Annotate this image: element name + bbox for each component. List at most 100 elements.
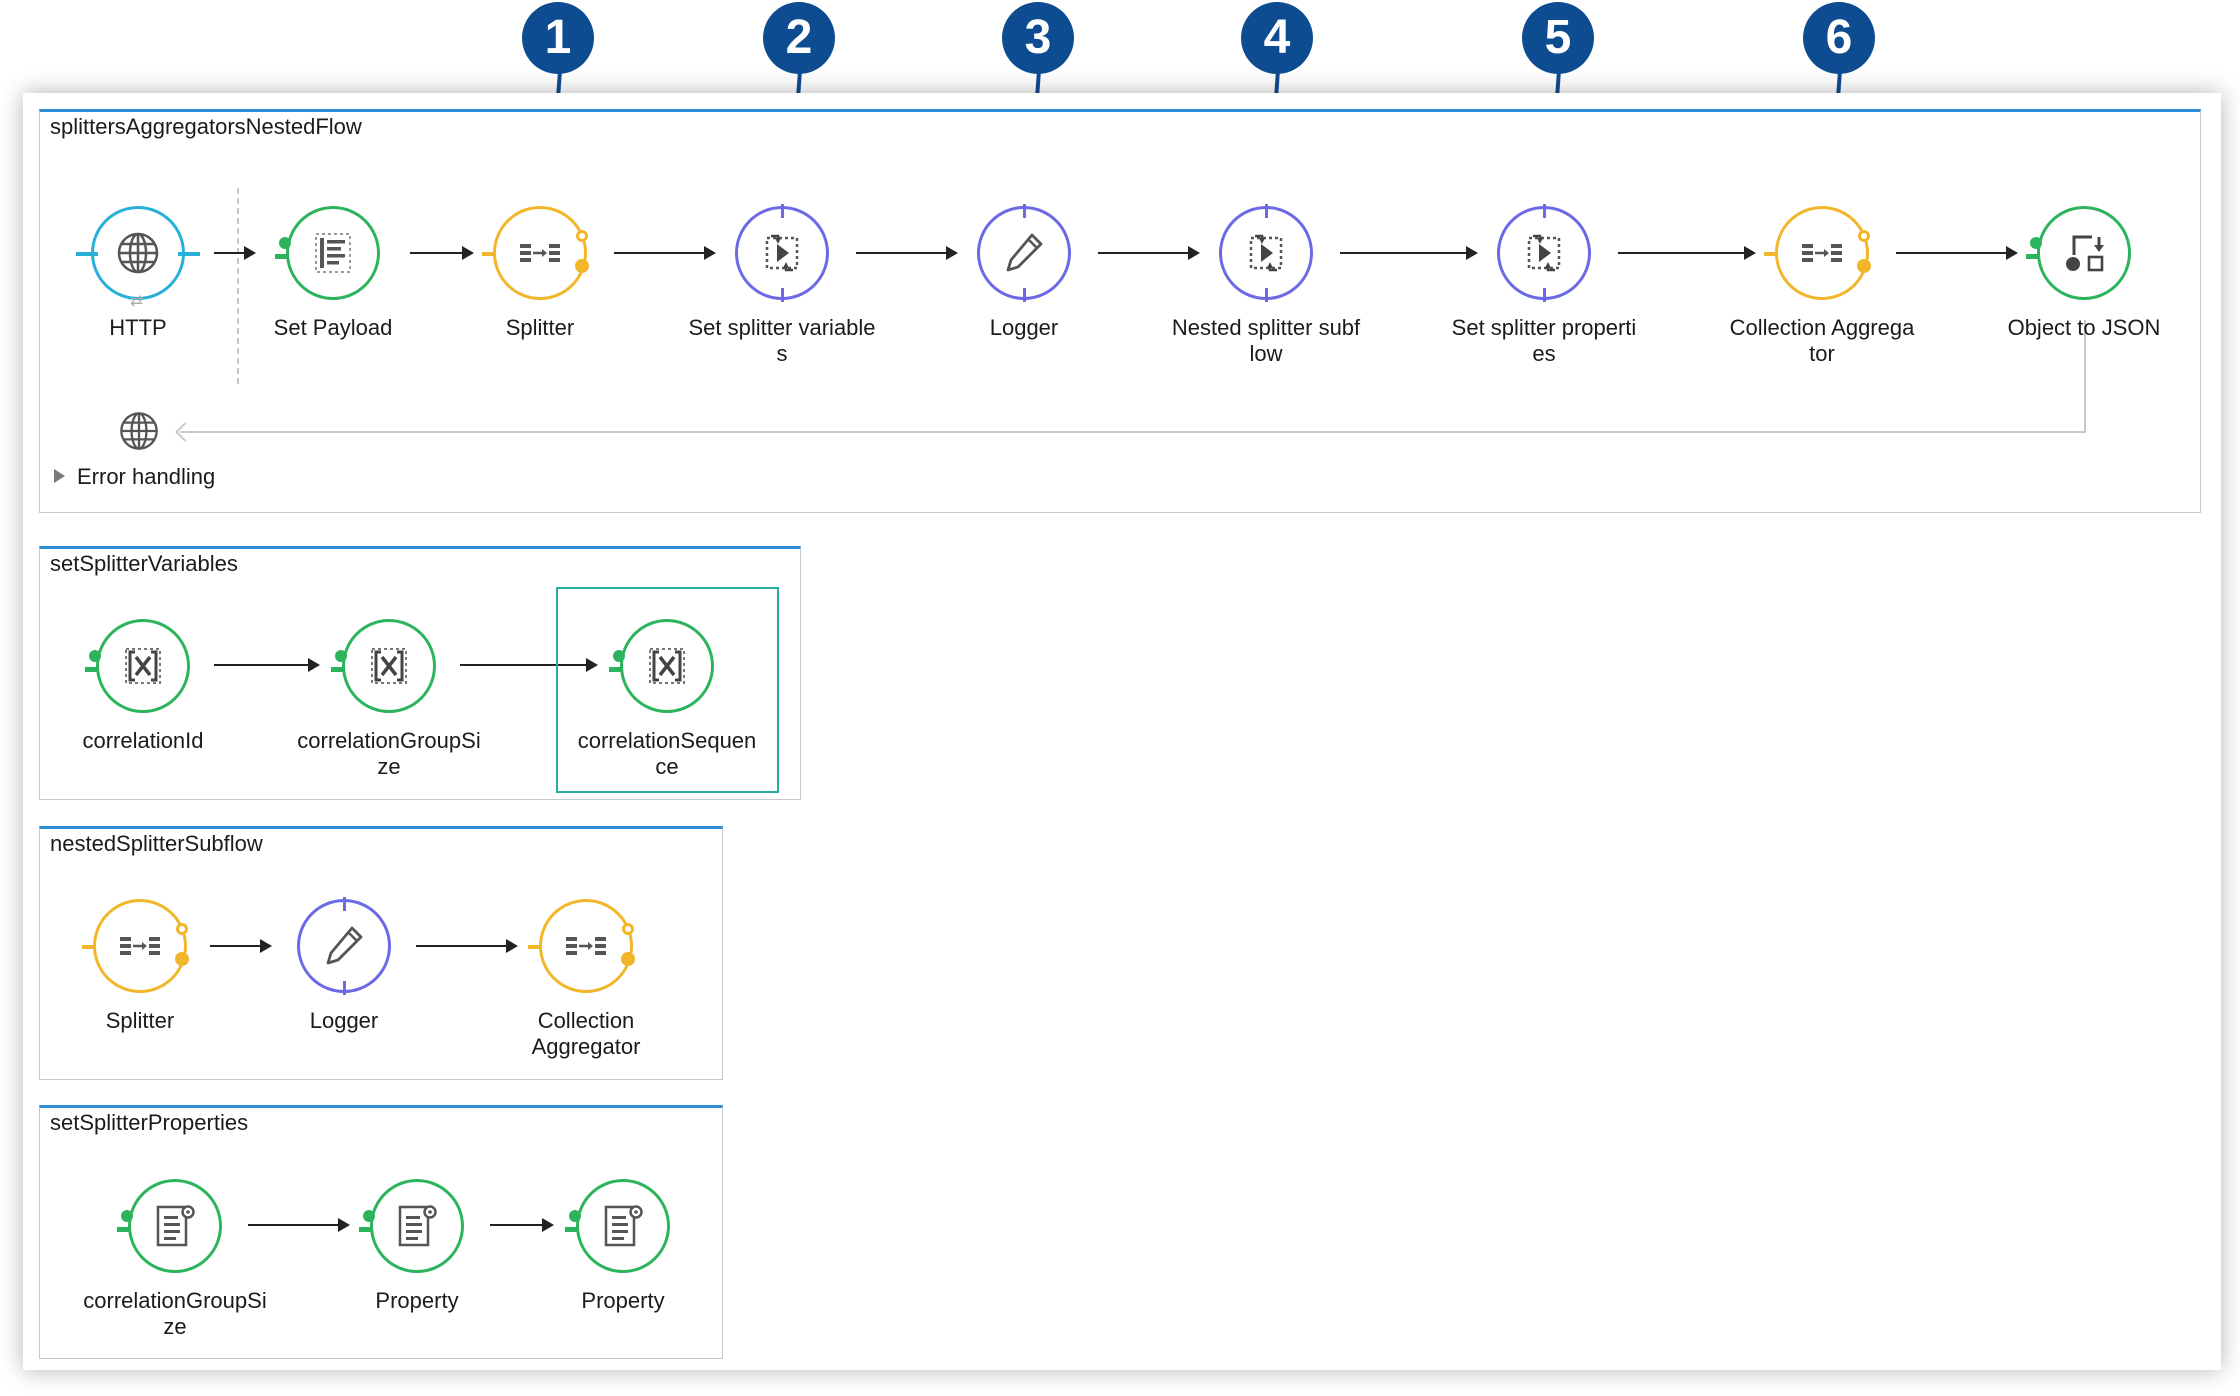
node-label: Set splitter properties bbox=[1451, 315, 1637, 366]
node-label: Property bbox=[581, 1288, 665, 1313]
connector-in bbox=[2026, 254, 2040, 259]
flow-nested-splitter-subflow[interactable]: nestedSplitterSubflow Splitter Logger Co… bbox=[39, 826, 723, 1080]
flow-set-splitter-variables[interactable]: setSplitterVariables correlationId corre… bbox=[39, 546, 801, 800]
connector-in bbox=[331, 667, 345, 672]
node-label: Collection Aggregator bbox=[1729, 315, 1915, 366]
connector-ring bbox=[176, 923, 188, 935]
node-label: Object to JSON bbox=[2007, 315, 2161, 340]
node-label: correlationId bbox=[82, 728, 204, 753]
flow-set-splitter-properties[interactable]: setSplitterProperties correlationGroupSi… bbox=[39, 1105, 723, 1359]
connector-dot bbox=[1857, 259, 1871, 273]
connector-dot bbox=[335, 650, 347, 662]
node-circle bbox=[128, 1179, 222, 1273]
globe-icon bbox=[110, 225, 166, 281]
callout-badge-1: 1 bbox=[522, 2, 594, 74]
connector-in bbox=[76, 252, 98, 256]
callout-badge-3: 3 bbox=[1002, 2, 1074, 74]
node-label: Set Payload bbox=[273, 315, 393, 340]
variable-icon bbox=[361, 638, 417, 694]
exchange-arrows-icon: ⇄ bbox=[130, 293, 144, 310]
node-circle bbox=[539, 899, 633, 993]
connector-dot bbox=[279, 237, 291, 249]
node-circle bbox=[1219, 204, 1313, 302]
node-label: Nested splitter subflow bbox=[1171, 315, 1361, 366]
callout-badge-2: 2 bbox=[763, 2, 835, 74]
expand-triangle-icon bbox=[54, 469, 65, 483]
node-circle bbox=[286, 206, 380, 300]
response-return-line bbox=[180, 431, 2086, 433]
connector-ring bbox=[622, 923, 634, 935]
node-circle bbox=[2037, 206, 2131, 300]
set-payload-icon bbox=[305, 225, 361, 281]
aggregator-icon bbox=[558, 918, 614, 974]
flow-arrow bbox=[248, 1218, 350, 1232]
selected-node-frame bbox=[556, 587, 779, 793]
splitter-icon bbox=[512, 225, 568, 281]
source-separator bbox=[237, 188, 239, 384]
flow-title: nestedSplitterSubflow bbox=[50, 831, 263, 856]
flow-arrow bbox=[460, 658, 598, 672]
connector-dot bbox=[613, 650, 625, 662]
error-handling-label: Error handling bbox=[77, 464, 216, 489]
connector-dot bbox=[575, 259, 589, 273]
flow-arrow bbox=[416, 939, 518, 953]
flow-title: setSplitterProperties bbox=[50, 1110, 249, 1135]
flow-ref-icon bbox=[754, 225, 810, 281]
aggregator-icon bbox=[1794, 225, 1850, 281]
callout-badge-5: 5 bbox=[1522, 2, 1594, 74]
connector-dot bbox=[175, 952, 189, 966]
connector-in bbox=[482, 252, 496, 256]
connector-dot bbox=[89, 650, 101, 662]
response-return-line-vertical bbox=[2084, 320, 2086, 432]
splitter-icon bbox=[112, 918, 168, 974]
connector-dot bbox=[121, 1210, 133, 1222]
callout-badge-6: 6 bbox=[1803, 2, 1875, 74]
connector-in bbox=[275, 254, 289, 259]
connector-in bbox=[565, 1227, 579, 1232]
node-label: Splitter bbox=[505, 315, 575, 340]
transformer-icon bbox=[2056, 225, 2112, 281]
error-handling-toggle[interactable]: Error handling bbox=[54, 464, 215, 490]
connector-ring bbox=[1858, 230, 1870, 242]
globe-icon bbox=[113, 405, 165, 457]
flow-title: setSplitterVariables bbox=[50, 551, 238, 576]
connector-in bbox=[609, 667, 623, 672]
variable-icon bbox=[639, 638, 695, 694]
node-label: Logger bbox=[989, 315, 1059, 340]
node-label: Property bbox=[375, 1288, 459, 1313]
node-label: correlationGroupSi ze bbox=[83, 1288, 267, 1339]
return-arrowhead bbox=[175, 422, 195, 442]
connector-ring bbox=[576, 230, 588, 242]
connector-dot bbox=[363, 1210, 375, 1222]
callout-badge-4: 4 bbox=[1241, 2, 1313, 74]
flow-arrow bbox=[1098, 246, 1200, 260]
property-icon bbox=[389, 1198, 445, 1254]
flow-arrow bbox=[210, 939, 272, 953]
flow-arrow bbox=[1896, 246, 2018, 260]
connector-in bbox=[117, 1227, 131, 1232]
connector-in bbox=[82, 945, 96, 949]
pencil-icon bbox=[996, 225, 1052, 281]
node-label: correlationGroupSi ze bbox=[297, 728, 481, 779]
property-icon bbox=[147, 1198, 203, 1254]
flow-title: splittersAggregatorsNestedFlow bbox=[50, 114, 362, 139]
connector-in bbox=[1764, 252, 1778, 256]
connector-in bbox=[528, 945, 542, 949]
flow-arrow bbox=[614, 246, 716, 260]
flow-arrow bbox=[410, 246, 474, 260]
flow-canvas: splittersAggregatorsNestedFlow ⇄ HTTP bbox=[23, 93, 2221, 1370]
flow-ref-icon bbox=[1238, 225, 1294, 281]
connector-in bbox=[359, 1227, 373, 1232]
flow-ref-icon bbox=[1516, 225, 1572, 281]
node-circle bbox=[977, 204, 1071, 302]
flow-arrow bbox=[856, 246, 958, 260]
node-label: Collection Aggregator bbox=[531, 1008, 641, 1059]
flow-arrow bbox=[1340, 246, 1478, 260]
flow-splitters-aggregators-nested[interactable]: splittersAggregatorsNestedFlow ⇄ HTTP bbox=[39, 109, 2201, 513]
node-label: HTTP bbox=[109, 315, 167, 340]
connector-in bbox=[85, 667, 99, 672]
flow-arrow bbox=[1618, 246, 1756, 260]
connector-out bbox=[178, 252, 200, 256]
node-circle bbox=[297, 897, 391, 995]
property-icon bbox=[595, 1198, 651, 1254]
